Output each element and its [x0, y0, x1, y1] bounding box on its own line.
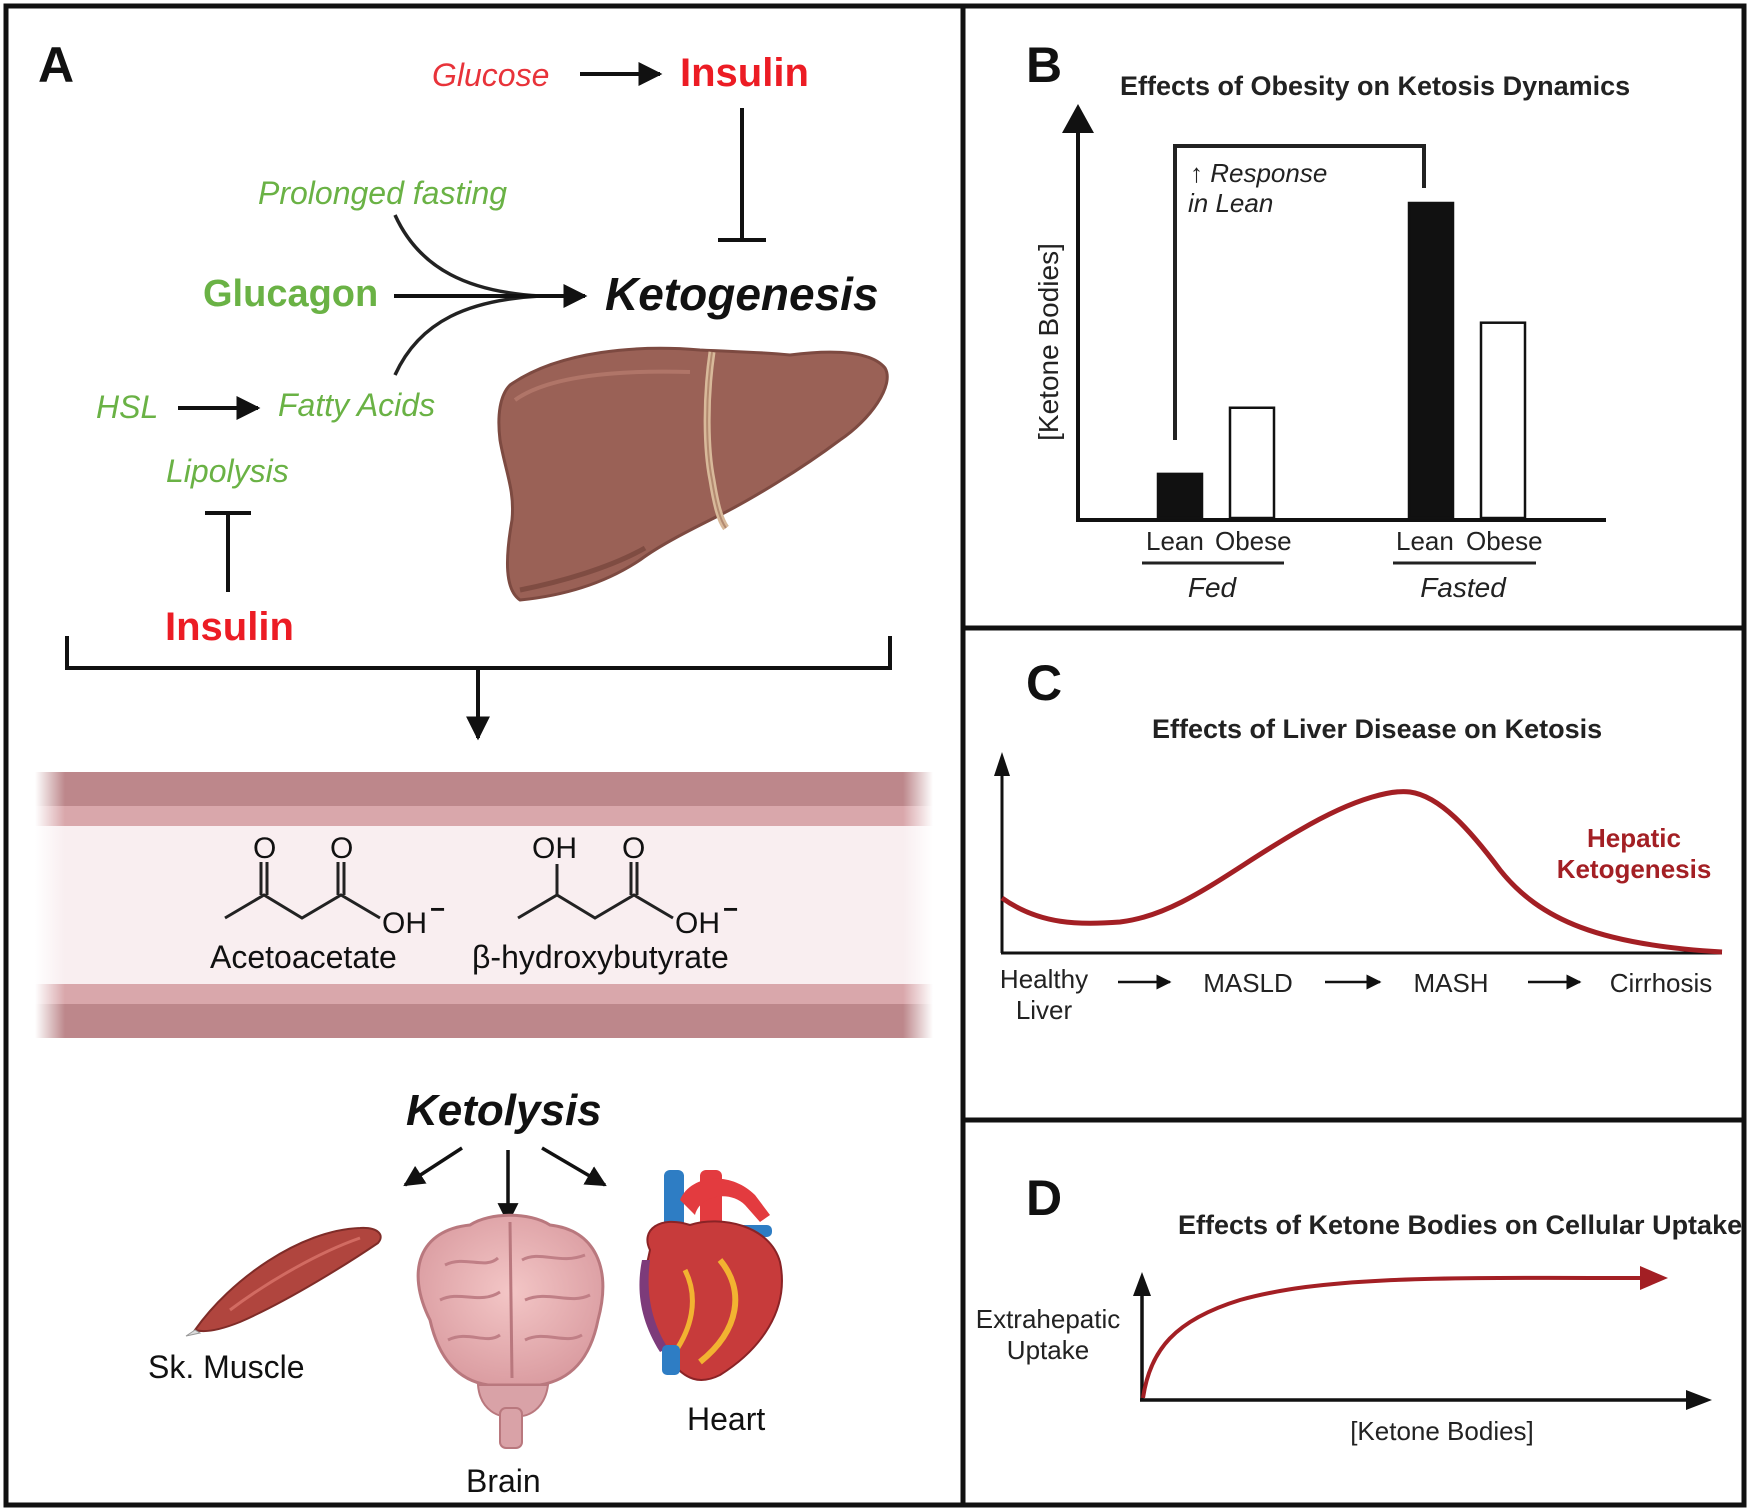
lipolysis-label: Lipolysis	[166, 453, 289, 489]
hsl-label: HSL	[96, 389, 158, 425]
acetoacetate-oh: OH	[382, 907, 427, 940]
bar-lean-fasted	[1407, 201, 1455, 520]
b-bar-label-obese-fasted: Obese	[1466, 526, 1543, 556]
b-bar-label-lean-fasted: Lean	[1396, 526, 1454, 556]
ketogenesis-label: Ketogenesis	[605, 268, 879, 320]
bar-obese-fed	[1228, 406, 1276, 520]
bhb-structure: OH O OH −	[517, 832, 738, 940]
muscle-label: Sk. Muscle	[148, 1349, 304, 1385]
d-y-axis-arrowhead	[1133, 1272, 1151, 1296]
panel-c: C Effects of Liver Disease on Ketosis He…	[994, 655, 1723, 1025]
b-bars	[1156, 201, 1527, 520]
c-y-axis-arrowhead	[994, 752, 1010, 776]
b-group-label-fasted: Fasted	[1420, 572, 1507, 603]
panel-b: B Effects of Obesity on Ketosis Dynamics…	[1026, 37, 1630, 603]
c-stage-cirrhosis: Cirrhosis	[1610, 968, 1713, 998]
brain-icon	[416, 1213, 605, 1449]
acetoacetate-charge: −	[430, 894, 445, 924]
panel-d-letter: D	[1026, 1170, 1062, 1226]
heart-label: Heart	[687, 1401, 765, 1437]
uptake-curve-arrowhead	[1640, 1266, 1668, 1290]
panel-d-border	[960, 1117, 1747, 1508]
muscle-icon	[185, 1226, 382, 1337]
c-series-label-line1: Hepatic	[1587, 823, 1681, 853]
b-bar-label-lean-fed: Lean	[1146, 526, 1204, 556]
b-y-axis-arrowhead	[1062, 104, 1094, 133]
insulin-top-label: Insulin	[680, 51, 809, 95]
bar-obese-fasted	[1479, 321, 1527, 520]
c-stage-mash: MASH	[1413, 968, 1488, 998]
glucose-label: Glucose	[432, 57, 549, 93]
uptake-curve	[1141, 1275, 1649, 1399]
c-stage-masld: MASLD	[1203, 968, 1293, 998]
ketolysis-label: Ketolysis	[406, 1086, 602, 1135]
panel-b-letter: B	[1026, 37, 1062, 93]
glucagon-label: Glucagon	[203, 273, 378, 315]
insulin-bottom-label: Insulin	[165, 605, 294, 649]
ketolysis-arrow-heart	[541, 1146, 607, 1187]
response-annotation-line2: in Lean	[1188, 188, 1273, 218]
brain-label: Brain	[466, 1463, 541, 1499]
panel-d: D Effects of Ketone Bodies on Cellular U…	[976, 1170, 1742, 1446]
d-x-label: [Ketone Bodies]	[1350, 1416, 1534, 1446]
bhb-o-top: O	[622, 832, 645, 865]
bar-lean-fed	[1156, 472, 1204, 520]
b-bar-label-obese-fed: Obese	[1215, 526, 1292, 556]
fasting-curve-arrow	[393, 214, 541, 298]
fatty-acids-curve-arrow	[393, 294, 541, 376]
d-x-axis-arrowhead	[1686, 1390, 1712, 1410]
c-stage-healthy: Healthy	[1000, 964, 1088, 994]
d-y-label-line2: Uptake	[1007, 1335, 1089, 1365]
liver-icon	[497, 346, 889, 602]
bhb-charge: −	[723, 894, 738, 924]
bhb-oh-top: OH	[532, 832, 577, 865]
acetoacetate-label: Acetoacetate	[210, 939, 397, 975]
acetoacetate-structure: O O OH −	[224, 832, 445, 940]
panel-d-title: Effects of Ketone Bodies on Cellular Upt…	[1178, 1210, 1742, 1240]
panel-c-letter: C	[1026, 655, 1062, 711]
panel-a: A Glucose Insulin Prolonged fasting Gluc…	[35, 37, 933, 1499]
panel-a-letter: A	[38, 37, 74, 93]
prolonged-fasting-label: Prolonged fasting	[258, 175, 507, 211]
acetoacetate-o1: O	[253, 832, 276, 865]
response-annotation-line1: ↑ Response	[1190, 158, 1327, 188]
c-stage-liver: Liver	[1016, 995, 1073, 1025]
blood-vessel	[35, 772, 933, 1038]
acetoacetate-o2: O	[330, 832, 353, 865]
ketolysis-arrow-muscle	[403, 1146, 463, 1187]
response-bracket	[1173, 144, 1426, 440]
b-y-label: [Ketone Bodies]	[1033, 243, 1064, 441]
d-y-label-line1: Extrahepatic	[976, 1304, 1121, 1334]
panel-c-title: Effects of Liver Disease on Ketosis	[1152, 714, 1602, 744]
b-group-label-fed: Fed	[1188, 572, 1238, 603]
heart-icon	[639, 1170, 783, 1381]
bhb-label: β-hydroxybutyrate	[472, 939, 729, 975]
panel-b-title: Effects of Obesity on Ketosis Dynamics	[1120, 71, 1630, 101]
c-series-label-line2: Ketogenesis	[1557, 854, 1712, 884]
bhb-oh: OH	[675, 907, 720, 940]
hepatic-ketogenesis-curve	[1000, 789, 1723, 955]
fatty-acids-label: Fatty Acids	[278, 387, 435, 423]
